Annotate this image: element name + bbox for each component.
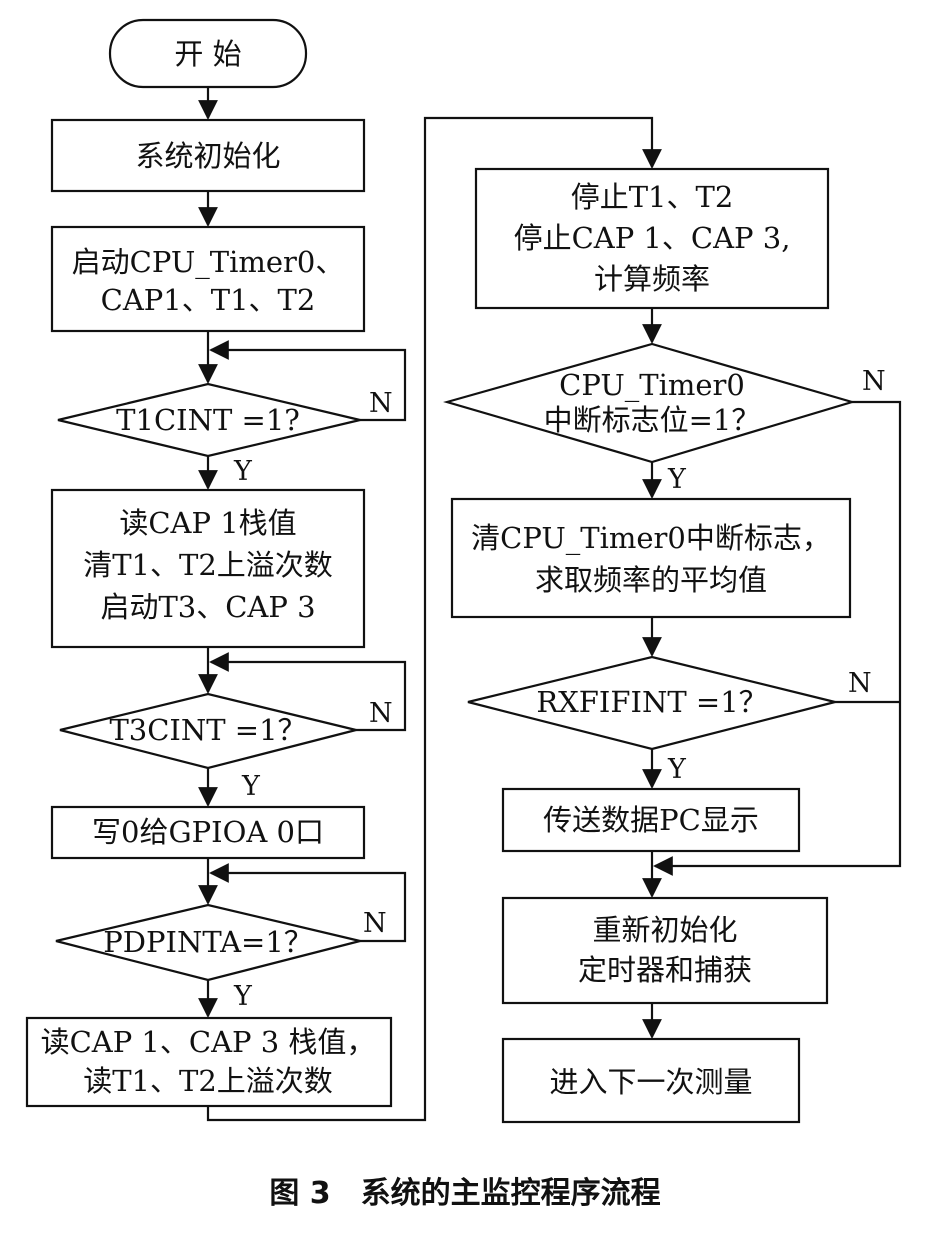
t3cint-no-label: N — [369, 698, 393, 729]
t1cint-label: T1CINT =1? — [116, 403, 300, 437]
node-clear-flag: 清CPU_Timer0中断标志， 求取频率的平均值 — [450, 497, 852, 619]
decision-t3cint: T3CINT =1？ N Y — [59, 692, 393, 802]
node-stop-timers: 停止T1、T2 停止CAP 1、CAP 3, 计算频率 — [474, 167, 830, 310]
start-timers-line2: CAP1、T1、T2 — [101, 283, 316, 317]
node-next-measure: 进入下一次测量 — [501, 1037, 801, 1124]
node-start-timers: 启动CPU_Timer0、 CAP1、T1、T2 — [50, 225, 366, 333]
node-reinit: 重新初始化 定时器和捕获 — [501, 896, 829, 1005]
cpu-timer0-line2: 中断标志位=1？ — [544, 403, 761, 437]
read-cap-line1: 读CAP 1、CAP 3 栈值， — [41, 1025, 376, 1059]
cpu-timer0-no-label: N — [862, 366, 886, 397]
left-connectors — [198, 87, 662, 1122]
pdpinta-yes-label: Y — [233, 981, 253, 1012]
pdpinta-no-label: N — [363, 908, 387, 939]
stop-line1: 停止T1、T2 — [571, 180, 734, 214]
read-cap1-line3: 启动T3、CAP 3 — [100, 590, 315, 624]
stop-line3: 计算频率 — [594, 262, 710, 296]
figure-caption: 图 3 系统的主监控程序流程 — [269, 1176, 660, 1211]
t3cint-label: T3CINT =1？ — [109, 713, 306, 747]
clear-flag-line2: 求取频率的平均值 — [535, 563, 767, 597]
node-start: 开 始 — [108, 18, 308, 89]
next-measure-label: 进入下一次测量 — [549, 1065, 752, 1099]
rxfifint-yes-label: Y — [667, 754, 687, 785]
node-send-data: 传送数据PC显示 — [501, 787, 801, 853]
decision-pdpinta: PDPINTA=1？ N Y — [55, 903, 387, 1012]
write-gpio-label: 写0给GPIOA 0口 — [92, 815, 324, 849]
clear-flag-line1: 清CPU_Timer0中断标志， — [471, 521, 831, 556]
node-system-init: 系统初始化 — [50, 118, 366, 193]
node-write-gpio: 写0给GPIOA 0口 — [50, 805, 366, 860]
start-timers-line1: 启动CPU_Timer0、 — [72, 245, 345, 280]
node-read-cap1: 读CAP 1栈值 清T1、T2上溢次数 启动T3、CAP 3 — [50, 488, 366, 649]
reinit-line1: 重新初始化 — [592, 913, 737, 947]
read-cap1-line2: 清T1、T2上溢次数 — [83, 548, 333, 582]
t3cint-yes-label: Y — [241, 771, 261, 802]
read-cap1-line1: 读CAP 1栈值 — [119, 506, 296, 540]
t1cint-no-label: N — [369, 388, 393, 419]
t1cint-yes-label: Y — [233, 456, 253, 487]
send-data-label: 传送数据PC显示 — [543, 803, 759, 837]
rxfifint-no-label: N — [848, 668, 872, 699]
right-connectors — [642, 308, 902, 1039]
decision-cpu-timer0: CPU_Timer0 中断标志位=1？ N Y — [443, 342, 886, 495]
decision-rxfifint: RXFIFINT =1？ N Y — [467, 655, 872, 785]
rxfifint-label: RXFIFINT =1？ — [536, 685, 767, 719]
decision-t1cint: T1CINT =1? N Y — [57, 382, 393, 487]
start-label: 开 始 — [174, 37, 241, 71]
pdpinta-label: PDPINTA=1？ — [103, 925, 313, 959]
cpu-timer0-line1: CPU_Timer0 — [559, 368, 745, 403]
cpu-timer0-yes-label: Y — [667, 464, 687, 495]
node-read-cap1-cap3: 读CAP 1、CAP 3 栈值， 读T1、T2上溢次数 — [25, 1016, 393, 1108]
stop-line2: 停止CAP 1、CAP 3, — [514, 221, 791, 255]
reinit-line2: 定时器和捕获 — [578, 953, 752, 987]
system-init-label: 系统初始化 — [135, 139, 280, 173]
read-cap-line2: 读T1、T2上溢次数 — [83, 1064, 333, 1098]
